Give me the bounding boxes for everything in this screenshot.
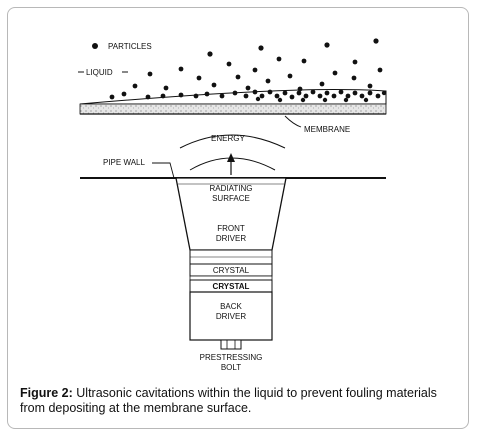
liquid-surface-line: [79, 89, 387, 105]
prestressing-bolt-label-1: PRESTRESSING: [200, 353, 263, 362]
back-driver-label-1: BACK: [220, 302, 242, 311]
energy-label: ENERGY: [211, 134, 245, 143]
particles-label: PARTICLES: [108, 42, 152, 51]
energy-wave-outer: [179, 134, 286, 149]
front-driver-label-1: FRONT: [217, 224, 245, 233]
back-driver-label-2: DRIVER: [216, 312, 246, 321]
caption-text: Ultrasonic cavitations within the liquid…: [20, 386, 437, 415]
figure-number: Figure 2:: [20, 386, 73, 400]
radiating-surface-label-1: RADIATING: [210, 184, 253, 193]
electrode-plate: [189, 275, 273, 281]
energy-arrow-head: [227, 153, 235, 162]
crystal-1-label: CRYSTAL: [213, 266, 250, 275]
membrane-layer: [79, 103, 387, 115]
particles-group: [109, 38, 387, 103]
particle-legend-icon: [92, 43, 98, 49]
prestressing-bolt-label-2: BOLT: [221, 363, 241, 372]
pipe-wall-leader-line: [152, 162, 175, 179]
crystal-2-label: CRYSTAL: [213, 282, 250, 291]
prestressing-bolt: [220, 339, 242, 350]
liquid-label: LIQUID: [86, 68, 113, 77]
figure-caption: Figure 2: Ultrasonic cavitations within …: [20, 386, 465, 416]
pipe-wall-label: PIPE WALL: [103, 158, 145, 167]
membrane-leader-line: [284, 115, 302, 128]
front-driver-label-2: DRIVER: [216, 234, 246, 243]
radiating-surface-label-2: SURFACE: [212, 194, 250, 203]
membrane-label: MEMBRANE: [304, 125, 350, 134]
back-driver: [189, 291, 273, 341]
